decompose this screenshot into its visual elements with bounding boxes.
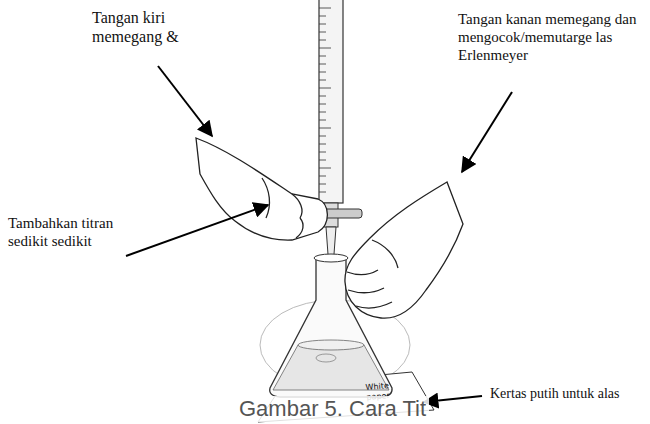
burette-tick bbox=[319, 56, 326, 57]
burette-tick bbox=[319, 136, 326, 137]
burette-tick bbox=[319, 128, 331, 129]
burette-tick bbox=[319, 72, 326, 73]
burette-tick bbox=[319, 16, 326, 17]
right-hand bbox=[345, 182, 463, 318]
burette-tick bbox=[319, 168, 331, 169]
callout-label: Tambahkan titran sedikit sedikit bbox=[8, 214, 124, 250]
burette-tick bbox=[319, 120, 326, 121]
burette-tick bbox=[319, 88, 331, 89]
burette-tick bbox=[319, 96, 326, 97]
burette-tick bbox=[319, 160, 326, 161]
burette-tick bbox=[319, 152, 326, 153]
burette-tick bbox=[319, 192, 326, 193]
callout-label: Tangan kiri memegang & bbox=[92, 8, 210, 46]
callout-label: Tangan kanan memegang dan mengocok/memut… bbox=[458, 10, 638, 64]
burette-tick bbox=[319, 8, 331, 9]
burette-tick bbox=[319, 184, 326, 185]
burette-tick bbox=[319, 40, 326, 41]
leader-arrows bbox=[126, 66, 512, 402]
burette-tick bbox=[319, 64, 326, 65]
burette-tick bbox=[319, 104, 326, 105]
burette-tick bbox=[319, 48, 331, 49]
figure-caption: Gambar 5. Cara Tit bbox=[236, 396, 429, 422]
burette-tick bbox=[319, 112, 326, 113]
burette-tick bbox=[319, 176, 326, 177]
burette-tick bbox=[319, 32, 326, 33]
burette-tick bbox=[319, 80, 326, 81]
callout-label: Kertas putih untuk alas bbox=[490, 386, 640, 403]
burette-tick bbox=[319, 144, 326, 145]
burette-tick bbox=[319, 24, 326, 25]
